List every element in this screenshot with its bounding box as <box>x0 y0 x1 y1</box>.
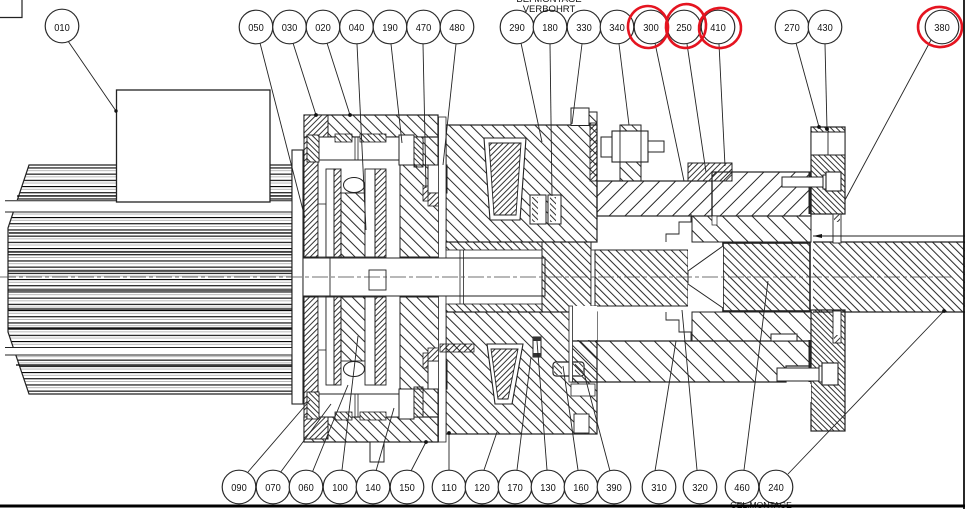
svg-text:110: 110 <box>441 482 457 494</box>
svg-text:BEI MONTAGE: BEI MONTAGE <box>516 0 581 5</box>
svg-text:300: 300 <box>643 22 659 34</box>
svg-text:170: 170 <box>507 482 523 494</box>
svg-text:020: 020 <box>315 22 331 34</box>
svg-text:120: 120 <box>474 482 490 494</box>
svg-text:480: 480 <box>449 22 465 34</box>
svg-text:050: 050 <box>248 22 264 34</box>
svg-text:VERBOHRT: VERBOHRT <box>523 4 576 15</box>
svg-text:290: 290 <box>509 22 525 34</box>
svg-text:130: 130 <box>540 482 556 494</box>
svg-text:100: 100 <box>332 482 348 494</box>
svg-text:090: 090 <box>231 482 247 494</box>
svg-text:070: 070 <box>265 482 281 494</box>
svg-text:150: 150 <box>399 482 415 494</box>
svg-text:470: 470 <box>416 22 432 34</box>
svg-text:310: 310 <box>651 482 667 494</box>
svg-text:180: 180 <box>542 22 558 34</box>
svg-text:430: 430 <box>817 22 833 34</box>
svg-text:040: 040 <box>349 22 365 34</box>
svg-text:060: 060 <box>298 482 314 494</box>
svg-text:410: 410 <box>710 22 726 34</box>
svg-text:340: 340 <box>609 22 625 34</box>
svg-text:240: 240 <box>768 482 784 494</box>
svg-text:330: 330 <box>576 22 592 34</box>
svg-text:030: 030 <box>282 22 298 34</box>
svg-text:320: 320 <box>692 482 708 494</box>
svg-text:160: 160 <box>573 482 589 494</box>
svg-text:250: 250 <box>676 22 692 34</box>
svg-text:270: 270 <box>784 22 800 34</box>
svg-text:190: 190 <box>382 22 398 34</box>
svg-text:140: 140 <box>365 482 381 494</box>
svg-text:380: 380 <box>934 22 950 34</box>
svg-text:460: 460 <box>734 482 750 494</box>
svg-text:390: 390 <box>606 482 622 494</box>
svg-text:010: 010 <box>54 22 70 34</box>
